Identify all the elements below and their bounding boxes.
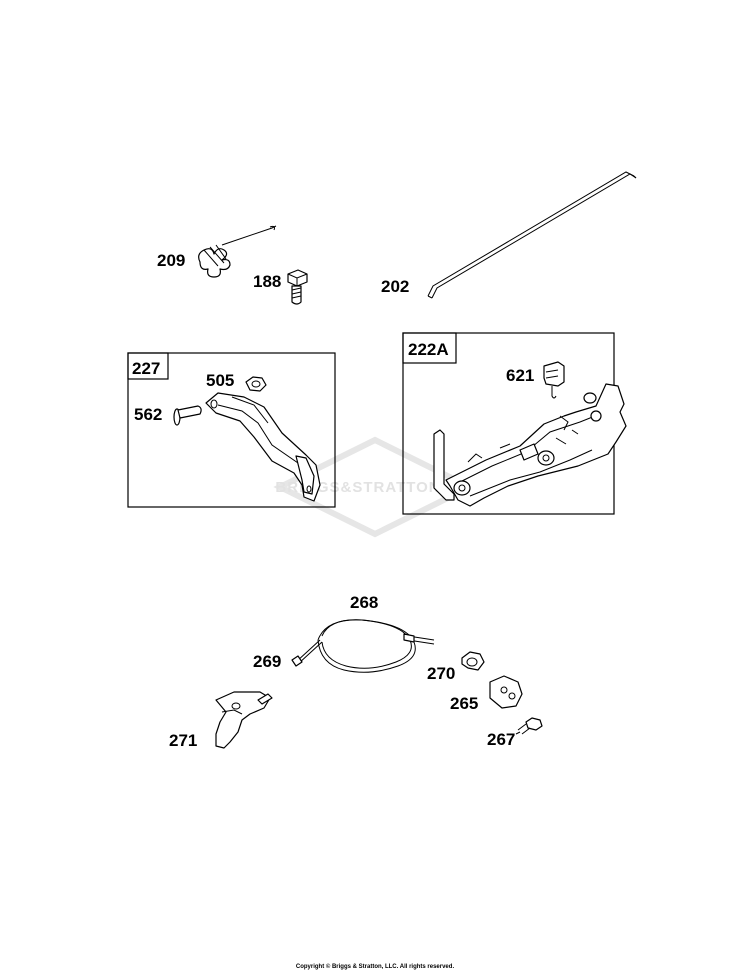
callout-222a: 222A [408, 340, 449, 359]
part-562-pin[interactable] [173, 405, 202, 426]
callout-269: 269 [253, 652, 281, 671]
callout-188: 188 [253, 272, 281, 291]
part-227-lever[interactable] [205, 392, 321, 502]
callout-268: 268 [350, 593, 378, 612]
callout-202: 202 [381, 277, 409, 296]
group-222a-tag [402, 332, 457, 364]
callout-227: 227 [132, 359, 160, 378]
part-209-spring[interactable] [198, 225, 277, 278]
callout-621: 621 [506, 366, 534, 385]
callout-562: 562 [134, 405, 162, 424]
callout-270: 270 [427, 664, 455, 683]
part-270-nut[interactable] [461, 651, 485, 671]
callout-271: 271 [169, 731, 197, 750]
callout-267: 267 [487, 730, 515, 749]
part-271-bracket[interactable] [215, 691, 273, 749]
group-227-tag [127, 352, 169, 380]
part-222a-bracket[interactable] [433, 383, 627, 507]
group-227-frame [127, 352, 336, 508]
part-268-cable[interactable] [291, 619, 435, 673]
callout-505: 505 [206, 371, 234, 390]
copyright-notice: Copyright © Briggs & Stratton, LLC. All … [296, 963, 455, 970]
part-267-screw[interactable] [515, 717, 543, 735]
part-188-bolt[interactable] [287, 269, 308, 305]
callout-209: 209 [157, 251, 185, 270]
part-202-rod[interactable] [427, 171, 637, 299]
part-621-clip[interactable] [543, 361, 565, 399]
part-505-nut[interactable] [245, 376, 267, 392]
callout-265: 265 [450, 694, 478, 713]
part-265-clamp[interactable] [489, 675, 523, 709]
